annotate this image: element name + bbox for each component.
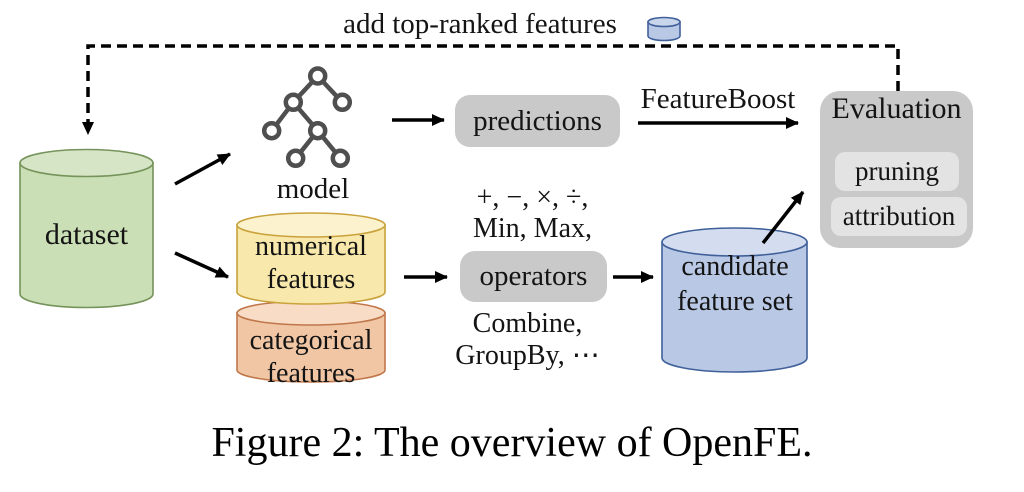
predictions-box: predictions [455, 95, 620, 147]
operators-list-arithmetic: +, −, ×, ÷, [476, 182, 589, 213]
numerical-features-cylinder [236, 212, 386, 305]
categorical-features-label: categorical features [249, 325, 373, 389]
operators-list-minmax: Min, Max, [473, 213, 592, 244]
figure-caption: Figure 2: The overview of OpenFE. [211, 420, 813, 466]
operators-list-combine: Combine, [472, 308, 583, 339]
attribution-box: attribution [831, 197, 967, 236]
feedback-dashed-arrow [82, 44, 900, 135]
attribution-label: attribution [842, 201, 956, 231]
feedback-label: add top-ranked features [343, 8, 617, 40]
decision-tree-icon [261, 66, 353, 169]
operators-label: operators [479, 260, 588, 292]
operators-list-groupby: GroupBy, ⋯ [455, 340, 600, 371]
candidate-feature-set-label: candidate feature set [677, 251, 793, 317]
arrow-dataset-to-model [174, 152, 231, 186]
featureboost-label: FeatureBoost [640, 83, 796, 115]
dataset-label: dataset [44, 218, 129, 251]
model-label: model [276, 173, 350, 205]
dataset-cylinder [19, 148, 154, 309]
arrow-dataset-to-features [174, 251, 229, 279]
pruning-box: pruning [835, 152, 959, 191]
numerical-features-label: numerical features [255, 231, 367, 295]
predictions-label: predictions [473, 104, 602, 137]
operators-box: operators [460, 251, 607, 302]
pruning-label: pruning [855, 156, 939, 186]
arrow-candidate-to-evaluation [761, 190, 805, 245]
evaluation-title: Evaluation [831, 92, 962, 125]
database-cylinder-icon [647, 16, 681, 42]
evaluation-box: Evaluation pruning attribution [820, 91, 973, 248]
